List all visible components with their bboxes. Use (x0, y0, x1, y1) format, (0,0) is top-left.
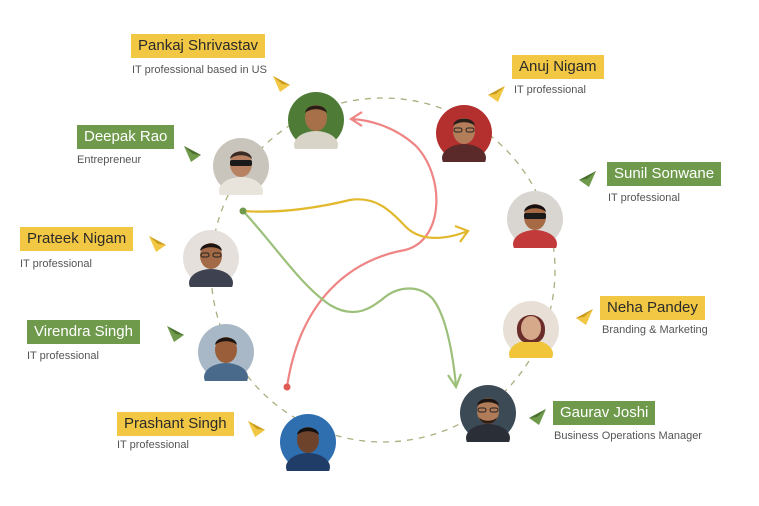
pointer-arrow-icon (149, 236, 166, 252)
pointer-arrow-icon (488, 86, 505, 102)
link-prashant-to-pankaj (285, 117, 438, 388)
name-label: Gaurav Joshi (553, 401, 656, 425)
role-label: IT professional (20, 258, 92, 270)
name-label: Sunil Sonwane (607, 162, 722, 186)
link-start-dot-deepak (239, 207, 247, 215)
role-label: IT professional (117, 439, 189, 451)
link-deepak-to-gaurav (242, 210, 458, 387)
role-label: IT professional based in US (132, 64, 267, 76)
name-label: Prashant Singh (117, 412, 234, 436)
name-label: Neha Pandey (600, 296, 705, 320)
role-label: Business Operations Manager (554, 430, 702, 442)
avatar-photo (507, 191, 563, 248)
link-start-dot-prashant (283, 383, 291, 391)
avatar-photo (503, 301, 559, 358)
avatar-photo (183, 230, 239, 287)
role-label: Branding & Marketing (602, 324, 708, 336)
name-label: Anuj Nigam (512, 55, 604, 79)
role-label: IT professional (608, 192, 680, 204)
pointer-arrow-icon (167, 326, 184, 342)
avatar-photo (198, 324, 254, 381)
pointer-arrow-icon (579, 171, 596, 187)
avatar-photo (280, 414, 336, 471)
role-label: IT professional (514, 84, 586, 96)
name-label: Pankaj Shrivastav (131, 34, 266, 58)
avatar-photo (436, 105, 492, 162)
arrowhead-sunil (454, 224, 470, 243)
avatar-photo (288, 92, 344, 149)
pointer-arrow-icon (184, 146, 201, 162)
pointer-arrow-icon (529, 409, 546, 425)
avatar-photo (460, 385, 516, 442)
pointer-arrow-icon (248, 421, 265, 437)
link-deepak-to-sunil (242, 198, 469, 239)
pointer-arrow-icon (576, 309, 593, 325)
name-label: Virendra Singh (27, 320, 140, 344)
name-label: Prateek Nigam (20, 227, 134, 251)
role-label: Entrepreneur (77, 154, 142, 166)
pointer-arrow-icon (273, 76, 290, 92)
avatar-photo (213, 138, 269, 195)
name-label: Deepak Rao (77, 125, 175, 149)
role-label: IT professional (27, 350, 99, 362)
arrowhead-gaurav (447, 373, 463, 390)
arrowhead-pankaj (348, 111, 363, 127)
